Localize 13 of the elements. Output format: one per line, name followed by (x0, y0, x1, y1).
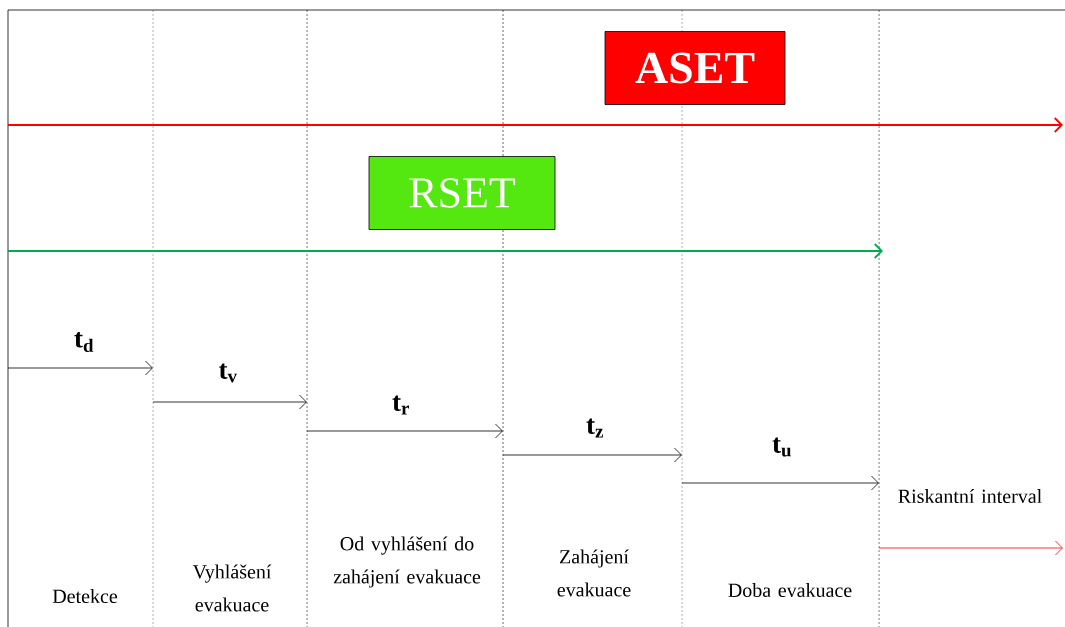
duration-label: t$_{u}$ (772, 437, 791, 457)
duration-label: t$_{d}$ (74, 332, 94, 352)
label-box: RSET (368, 156, 556, 230)
label-box: ASET (604, 31, 786, 105)
phase-label: Od vyhlášení do zahájení evakuace (333, 536, 481, 588)
duration-label: t$_{z}$ (586, 418, 604, 438)
phase-label: Zahájení evakuace (557, 549, 631, 597)
phase-label: Riskantní interval (898, 488, 1042, 504)
phase-label: Doba evakuace (728, 582, 852, 598)
phase-label: Detekce (52, 588, 118, 604)
duration-label: t$_{r}$ (392, 395, 410, 415)
duration-label: t$_{v}$ (218, 363, 237, 383)
phase-label: Vyhlášení evakuace (192, 564, 272, 612)
